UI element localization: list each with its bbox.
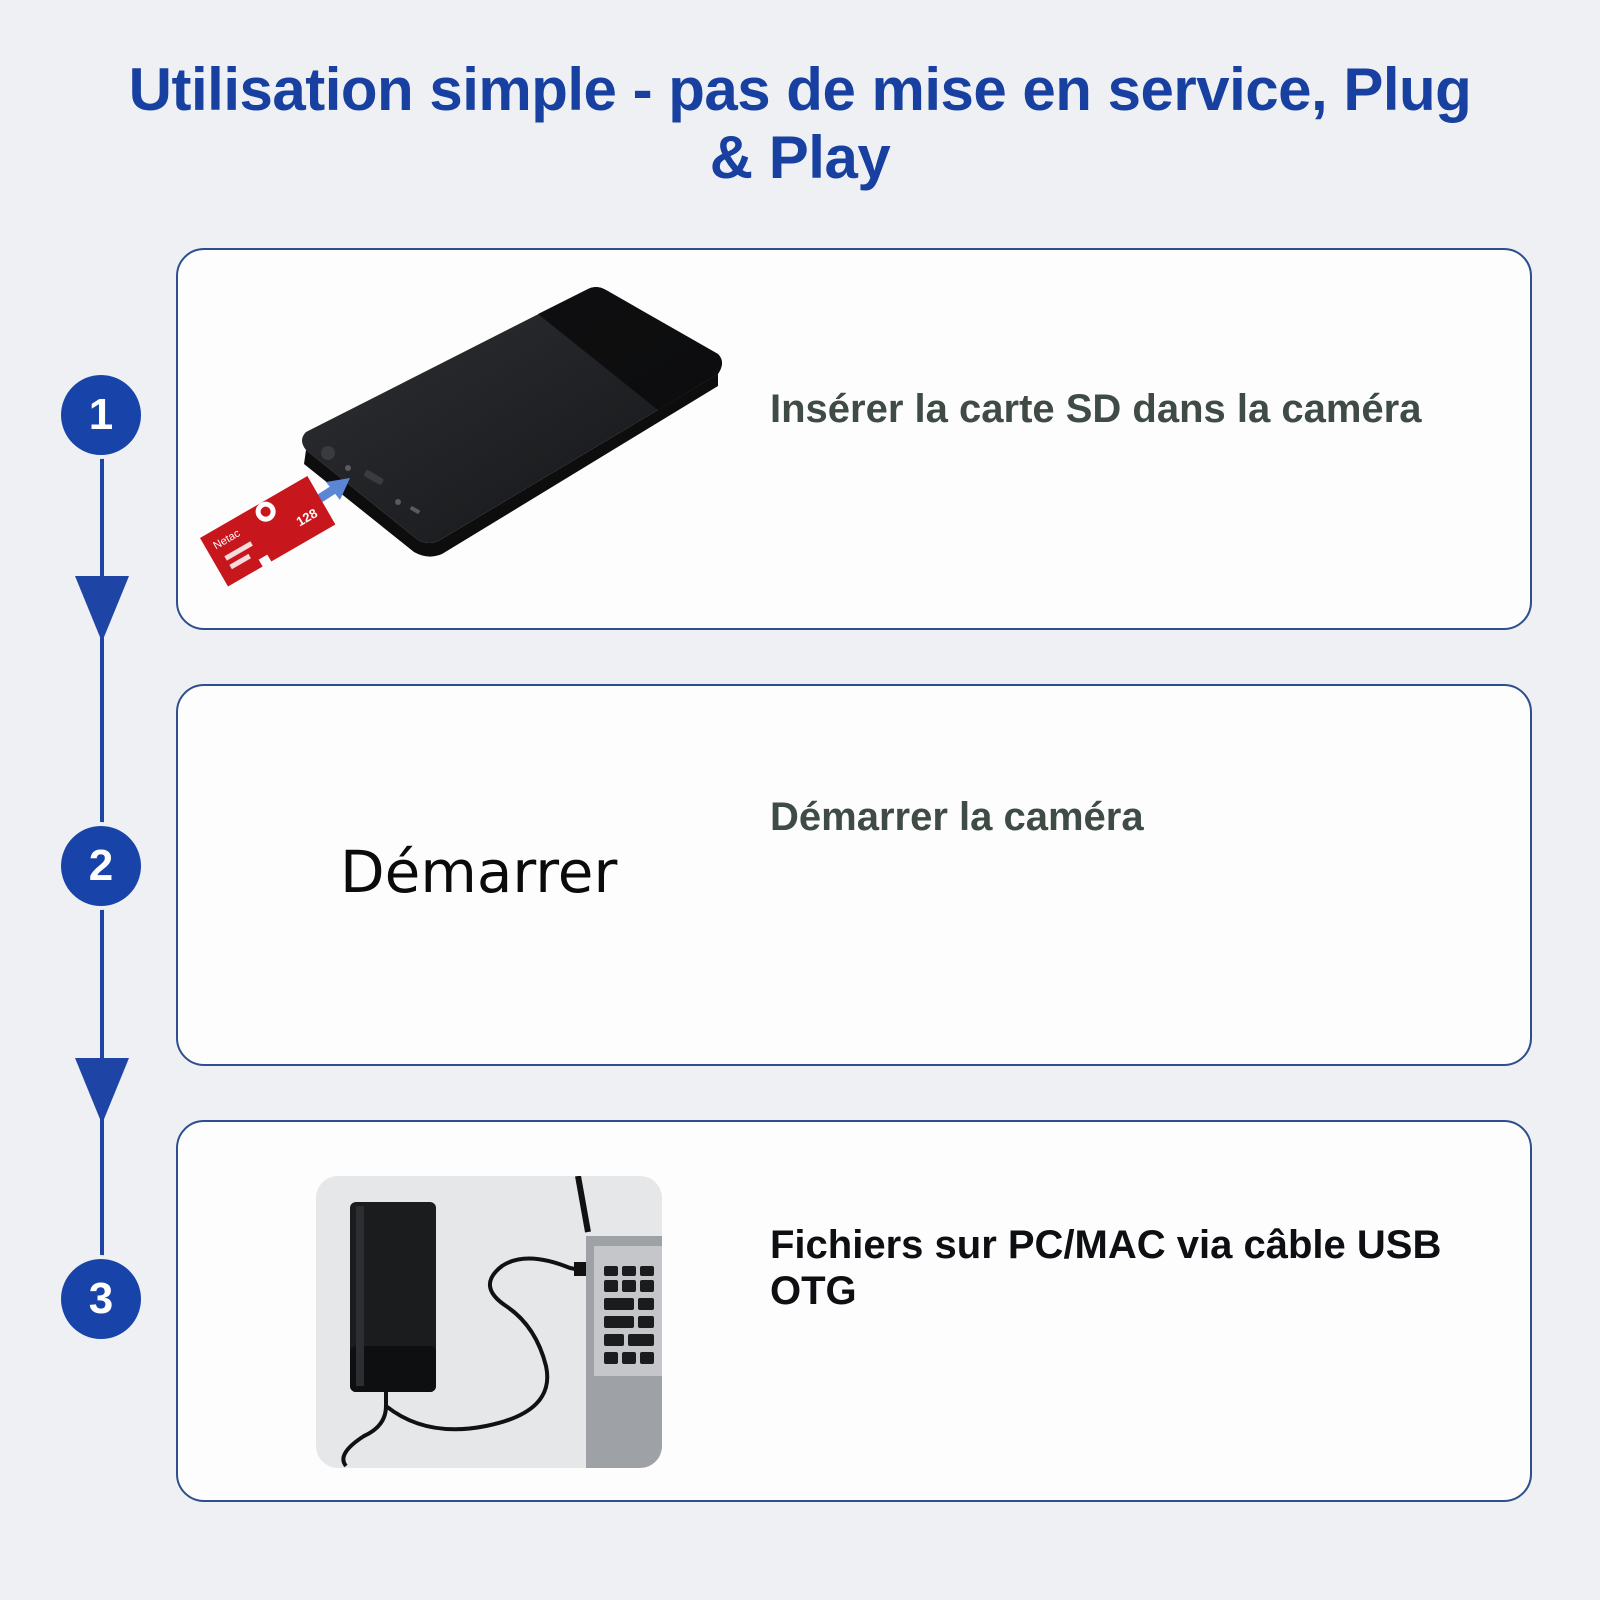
step-card-3: Fichiers sur PC/MAC via câble USB OTG: [176, 1120, 1532, 1502]
camera-laptop-cable-illustration: [341, 1176, 662, 1468]
page-title: Utilisation simple - pas de mise en serv…: [128, 56, 1472, 191]
step-3-text: Fichiers sur PC/MAC via câble USB OTG: [770, 1223, 1442, 1313]
step-card-1: Netac 128 Insérer la carte SD dans la ca…: [176, 248, 1532, 630]
step-card-2: Démarrer Démarrer la caméra: [176, 684, 1532, 1066]
start-image-word: Démarrer: [340, 838, 618, 906]
step-number-1: 1: [61, 375, 141, 455]
step-2-text: Démarrer la caméra: [770, 795, 1144, 839]
step-1-text: Insérer la carte SD dans la caméra: [770, 387, 1422, 431]
arrow-down-icon: [75, 1058, 129, 1124]
camera-sd-card-illustration: Netac 128: [200, 287, 722, 587]
step-number-2: 2: [61, 826, 141, 906]
step-number-3: 3: [61, 1259, 141, 1339]
usb-connection-photo: [316, 1176, 662, 1468]
arrow-down-icon: [75, 576, 129, 642]
